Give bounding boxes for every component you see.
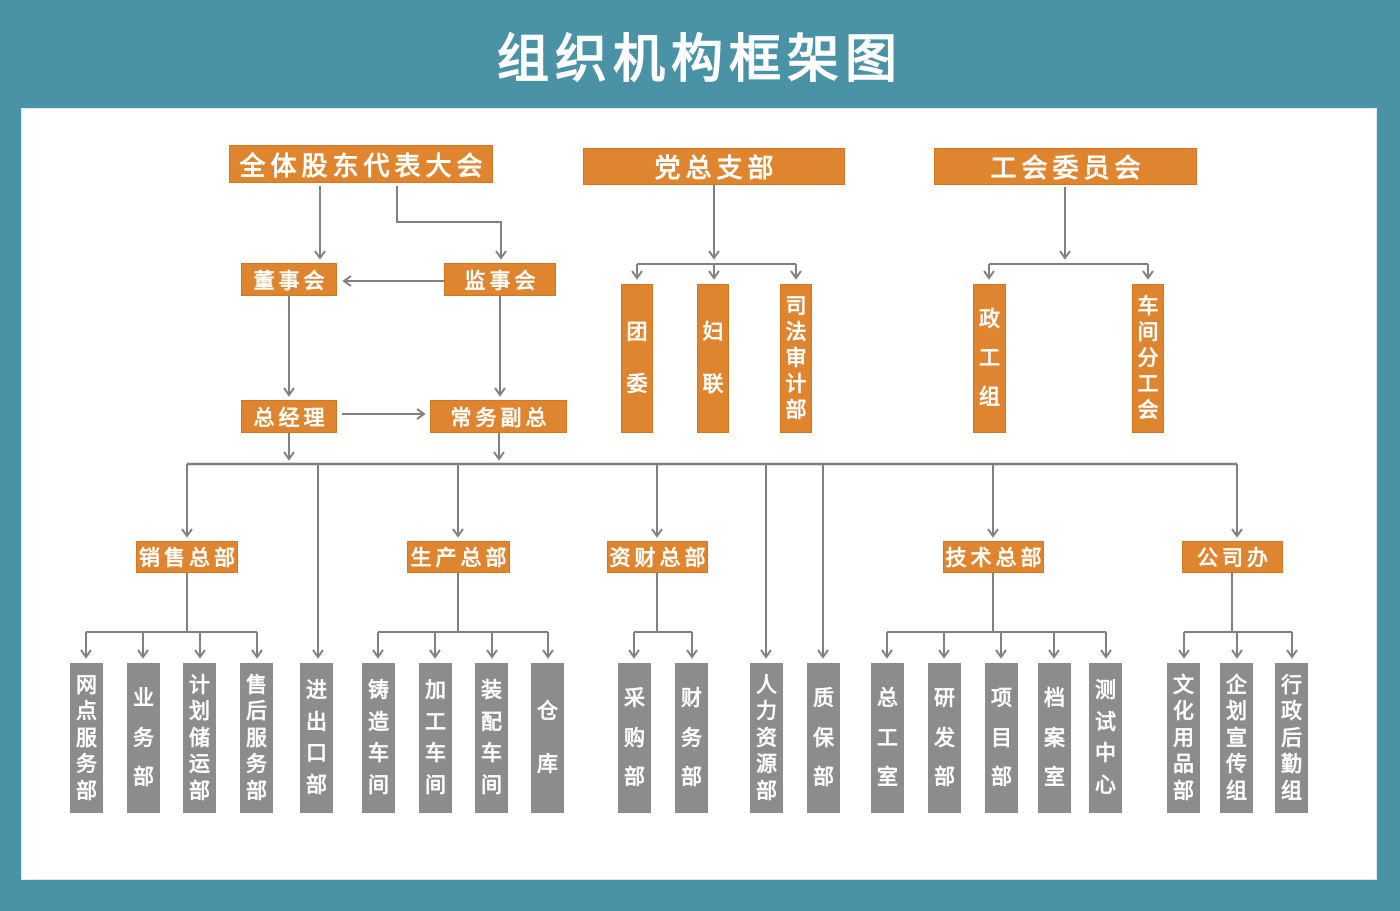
org-node-cultural-goods-dept: 文化用品部 [1167,663,1200,813]
org-node-qa-dept: 质保部 [807,663,840,813]
org-node-testing-center: 测试中心 [1089,663,1122,813]
org-node-sales-hq: 销售总部 [136,541,238,573]
org-node-finance-dept: 财务部 [675,663,708,813]
org-node-union-committee: 工会委员会 [934,148,1197,185]
org-node-company-office: 公司办 [1182,541,1283,573]
org-node-hr-dept: 人力资源部 [750,663,783,813]
org-node-party-branch: 党总支部 [583,148,845,185]
org-node-import-export-dept: 进出口部 [300,663,333,813]
org-node-general-manager: 总经理 [241,400,337,433]
org-node-womens-federation: 妇联 [697,284,729,433]
org-node-rd-dept: 研发部 [928,663,961,813]
org-node-archives-room: 档案室 [1038,663,1071,813]
org-node-planning-publicity-group: 企划宣传组 [1220,663,1253,813]
page-title: 组织机构框架图 [496,30,903,89]
org-node-business-dept: 业务部 [127,663,160,813]
org-node-machining-workshop: 加工车间 [419,663,452,813]
org-node-purchasing-dept: 采购部 [618,663,651,813]
org-node-assembly-workshop: 装配车间 [475,663,508,813]
org-node-project-dept: 项目部 [985,663,1018,813]
org-node-casting-workshop: 铸造车间 [362,663,395,813]
org-node-political-work-group: 政工组 [973,284,1006,433]
org-node-after-sales-dept: 售后服务部 [240,663,273,813]
org-node-finance-hq: 资财总部 [607,541,708,573]
org-node-warehouse: 仓库 [531,663,564,813]
org-node-shareholders-meeting: 全体股东代表大会 [229,145,493,183]
org-node-planning-storage-dept: 计划储运部 [183,663,216,813]
org-node-executive-deputy-gm: 常务副总 [430,400,567,433]
org-node-chief-engineer-office: 总工室 [871,663,904,813]
org-node-board-of-supervisors: 监事会 [444,263,556,296]
org-node-admin-logistics-group: 行政后勤组 [1275,663,1308,813]
org-node-network-service-dept: 网点服务部 [70,663,103,813]
org-node-workshop-sub-union: 车间分工会 [1132,284,1164,433]
org-node-youth-league: 团委 [621,284,653,433]
org-node-production-hq: 生产总部 [407,541,510,573]
org-node-board-of-directors: 董事会 [241,263,337,296]
org-node-technology-hq: 技术总部 [943,541,1044,573]
org-node-judicial-audit-dept: 司法审计部 [780,284,812,433]
